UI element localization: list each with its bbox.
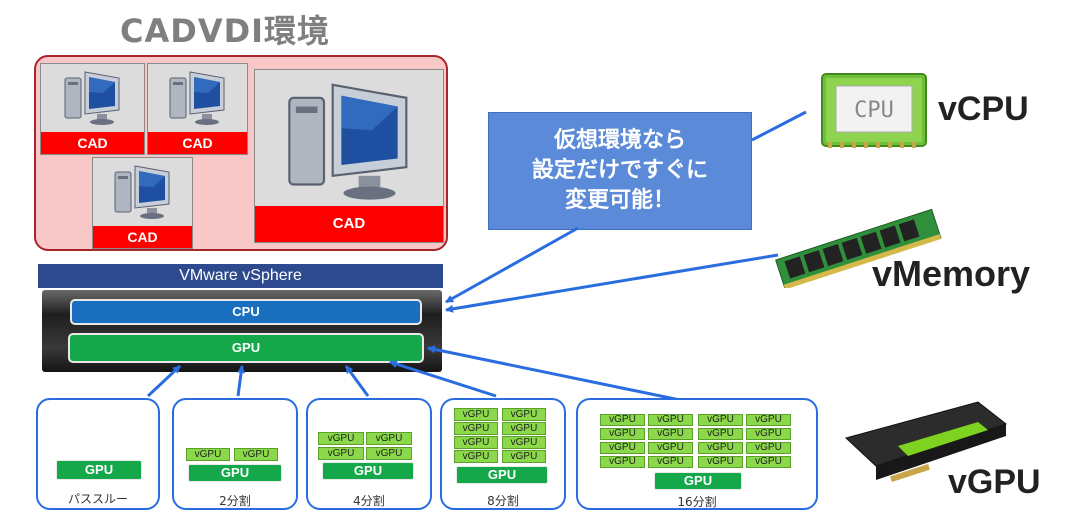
gpu-chip: GPU [456, 466, 548, 484]
workstation-icon [288, 83, 408, 200]
gpu-mode-8: vGPU vGPU vGPU vGPU vGPU vGPU vGPU vGPU … [440, 398, 566, 510]
vgpu-slice: vGPU [600, 442, 645, 454]
vmware-vsphere-bar: VMware vSphere [38, 264, 443, 288]
mode-caption: パススルー [67, 492, 128, 506]
mode-caption: 16分割 [677, 495, 717, 509]
vgpu-slice: vGPU [698, 428, 743, 440]
vgpu-slice: vGPU [454, 408, 498, 421]
gpu-chip: GPU [654, 472, 742, 490]
vgpu-slice: vGPU [454, 450, 498, 463]
callout-connector [751, 110, 807, 142]
callout-line: 設定だけですぐに [531, 158, 708, 183]
vgpu-slice: vGPU [502, 408, 546, 421]
mode-caption: 4分割 [353, 494, 385, 508]
callout-line: 仮想環境なら [553, 128, 686, 153]
vcpu-label: vCPU [938, 90, 1029, 128]
cpu-chip-icon: CPU [821, 73, 927, 148]
physical-cpu: CPU [70, 299, 422, 325]
memory-module-icon [775, 208, 942, 288]
cad-vm-label: CAD [148, 132, 247, 154]
vgpu-slice: vGPU [318, 432, 364, 445]
vgpu-slice: vGPU [600, 456, 645, 468]
callout-box: 仮想環境なら 設定だけですぐに 変更可能！ [488, 112, 752, 230]
arrow-to-gpu [427, 345, 681, 402]
arrow-to-gpu [146, 364, 182, 398]
callout-line: 変更可能！ [564, 188, 675, 213]
vgpu-slice: vGPU [234, 448, 278, 461]
vgpu-slice: vGPU [746, 456, 791, 468]
vgpu-slice: vGPU [502, 422, 546, 435]
workstation-icon [64, 71, 120, 125]
vgpu-slice: vGPU [502, 436, 546, 449]
cad-vm-label: CAD [255, 206, 443, 242]
physical-gpu: GPU [68, 333, 424, 363]
vgpu-label: vGPU [948, 463, 1041, 501]
gpu-chip: GPU [322, 462, 414, 480]
vgpu-slice: vGPU [746, 442, 791, 454]
cad-vm-large: CAD [254, 69, 444, 243]
vgpu-slice: vGPU [648, 414, 693, 426]
cad-vm-label: CAD [93, 226, 192, 248]
vgpu-slice: vGPU [600, 414, 645, 426]
workstation-icon [169, 71, 225, 125]
chip-text: CPU [854, 98, 894, 123]
gpu-mode-passthrough: GPU パススルー [36, 398, 160, 510]
arrow-to-cpu [445, 226, 579, 304]
vgpu-slice: vGPU [648, 428, 693, 440]
vgpu-slice: vGPU [698, 442, 743, 454]
gpu-mode-2: vGPU vGPU GPU 2分割 [172, 398, 298, 510]
vgpu-slice: vGPU [318, 447, 364, 460]
arrow-to-gpu [389, 360, 497, 398]
vgpu-slice: vGPU [366, 432, 412, 445]
gpu-chip: GPU [188, 464, 282, 482]
cad-vm-label: CAD [41, 132, 144, 154]
arrow-to-gpu [344, 365, 370, 397]
cad-vdi-environment: CAD CAD CAD CAD [34, 55, 448, 251]
gpu-card-icon [845, 401, 1008, 483]
mode-caption: 2分割 [219, 494, 251, 508]
cad-vm: CAD [147, 63, 248, 155]
arrow-to-cpu [445, 253, 779, 313]
vgpu-slice: vGPU [454, 422, 498, 435]
mode-caption: 8分割 [487, 494, 519, 508]
vgpu-slice: vGPU [600, 428, 645, 440]
vgpu-slice: vGPU [698, 456, 743, 468]
page-title: CADVDI環境 [120, 12, 331, 50]
vgpu-slice: vGPU [186, 448, 230, 461]
gpu-chip: GPU [56, 460, 142, 480]
gpu-mode-16: vGPU vGPU vGPU vGPU vGPU vGPU vGPU vGPU … [576, 398, 818, 510]
vgpu-slice: vGPU [746, 428, 791, 440]
vgpu-slice: vGPU [698, 414, 743, 426]
vgpu-slice: vGPU [648, 442, 693, 454]
cad-vm: CAD [40, 63, 145, 155]
cad-vm: CAD [92, 157, 193, 249]
vgpu-slice: vGPU [454, 436, 498, 449]
vgpu-slice: vGPU [502, 450, 546, 463]
vgpu-slice: vGPU [366, 447, 412, 460]
vgpu-slice: vGPU [746, 414, 791, 426]
arrow-to-gpu [236, 365, 246, 397]
gpu-mode-4: vGPU vGPU vGPU vGPU GPU 4分割 [306, 398, 432, 510]
vgpu-slice: vGPU [648, 456, 693, 468]
workstation-icon [114, 165, 170, 219]
vmemory-label: vMemory [872, 253, 1031, 294]
